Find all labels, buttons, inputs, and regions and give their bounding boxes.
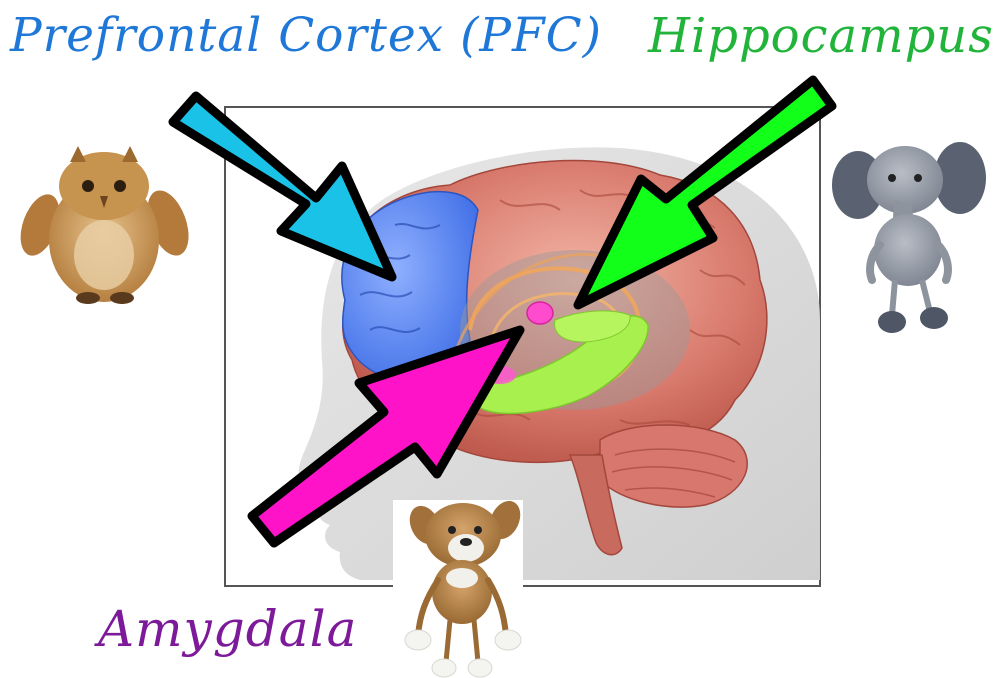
prefrontal-cortex-label: Prefrontal Cortex (PFC) bbox=[10, 12, 602, 59]
hippocampus-label: Hippocampus bbox=[648, 12, 994, 60]
pfc-arrow bbox=[173, 96, 392, 277]
elephant-plush-image bbox=[832, 142, 986, 333]
owl-plush-image bbox=[13, 146, 196, 304]
dog-plush-image bbox=[393, 496, 526, 678]
amygdala-label: Amygdala bbox=[98, 604, 357, 654]
amygdala-region bbox=[527, 302, 553, 324]
cerebellum bbox=[600, 425, 747, 507]
